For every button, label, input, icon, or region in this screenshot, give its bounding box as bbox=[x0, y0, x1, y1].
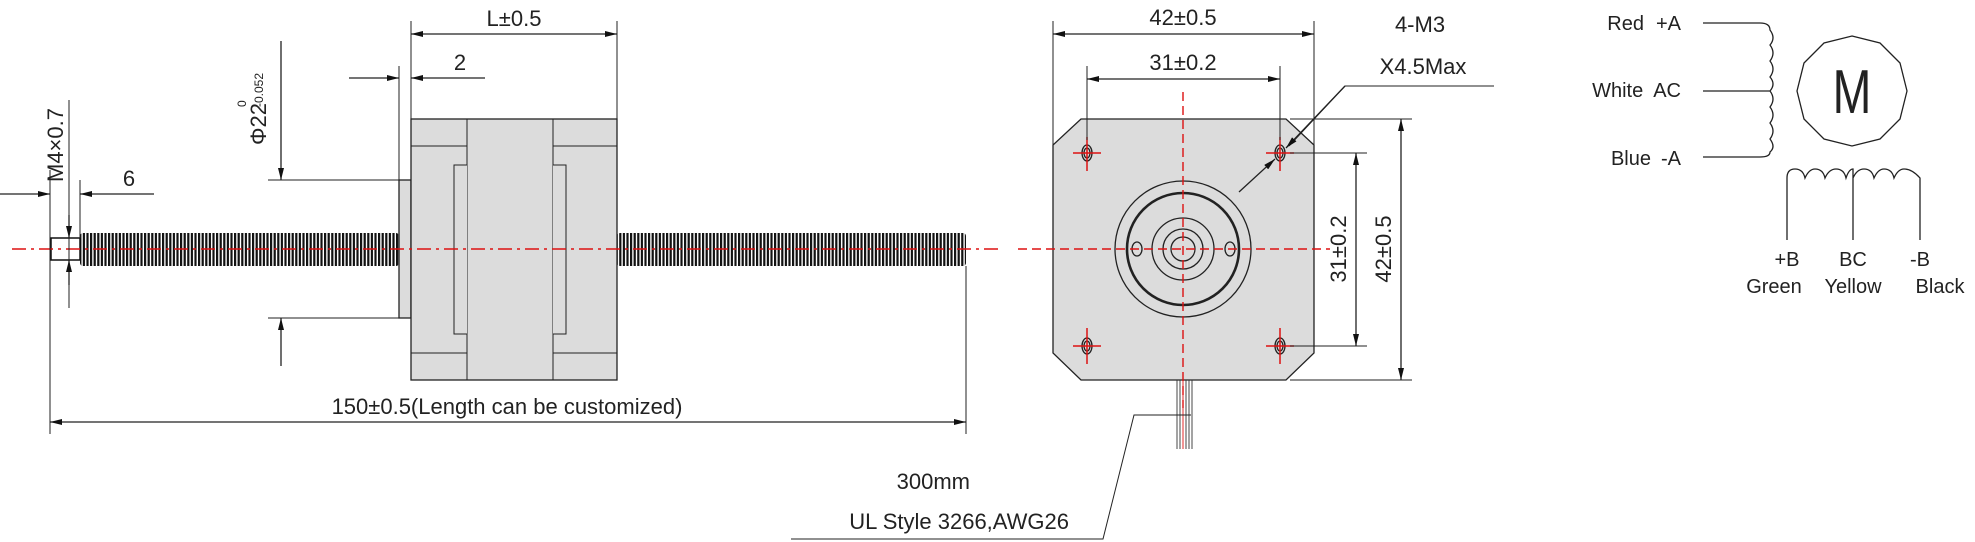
hole-callout: 4-M3 X4.5Max bbox=[1238, 12, 1494, 193]
svg-text:Red+A: Red +A bbox=[1607, 13, 1681, 35]
pilot-dim-label: Φ22 bbox=[246, 103, 271, 145]
wiring-diagram: Red +A White AC Blue -A M +B BC -B Green Ye… bbox=[1592, 13, 1965, 298]
wire-color-black: Black bbox=[1916, 276, 1966, 298]
side-view: L±0.5 2 Φ22 0 -0.052 M4×0.7 bbox=[0, 6, 1000, 434]
wire-color-red: Red bbox=[1607, 13, 1644, 35]
length-dim-label: L±0.5 bbox=[487, 6, 542, 31]
hole-spacing-label: 31±0.2 bbox=[1149, 50, 1216, 75]
height-dim-label: 42±0.5 bbox=[1371, 215, 1396, 282]
wire-color-blue: Blue bbox=[1611, 148, 1651, 170]
wire-signal-minus-a: -A bbox=[1661, 148, 1682, 170]
screw-length-dimension: 150±0.5(Length can be customized) bbox=[50, 266, 967, 434]
wire-color-white: White bbox=[1592, 80, 1643, 102]
flange-thickness-dimension: 2 bbox=[349, 50, 485, 180]
thread-spec-dimension: M4×0.7 bbox=[43, 100, 72, 308]
mounting-holes bbox=[1073, 137, 1294, 364]
pilot-diameter-dimension: Φ22 0 -0.052 bbox=[235, 41, 399, 366]
height-dimension: 42±0.5 bbox=[1290, 118, 1412, 381]
cable-spec-label: UL Style 3266,AWG26 bbox=[849, 509, 1069, 534]
lead-screw-right bbox=[617, 233, 966, 266]
hole-spacing-dimension: 31±0.2 bbox=[1086, 50, 1281, 140]
width-dim-label: 42±0.5 bbox=[1149, 5, 1216, 30]
svg-text:Blue-A: Blue -A bbox=[1611, 148, 1682, 170]
hole-spacing-vertical-label: 31±0.2 bbox=[1326, 215, 1351, 282]
thread-end-dim-label: 6 bbox=[123, 166, 135, 191]
hole-spacing-vertical-dimension: 31±0.2 bbox=[1290, 152, 1367, 347]
motor-symbol-icon bbox=[1796, 35, 1908, 147]
wire-signal-plus-a: +A bbox=[1656, 13, 1682, 35]
pilot-tol-upper: 0 bbox=[235, 100, 249, 107]
coil-b-icon bbox=[1786, 168, 1921, 240]
flange-dim-label: 2 bbox=[454, 50, 466, 75]
phase-a-labels: Red +A White AC Blue -A bbox=[1592, 13, 1682, 170]
coil-a-icon bbox=[1703, 22, 1774, 158]
wire-color-green: Green bbox=[1746, 276, 1802, 298]
wire-color-yellow: Yellow bbox=[1824, 276, 1882, 298]
thread-end-dimension: 6 bbox=[0, 166, 154, 434]
length-dimension: L±0.5 bbox=[410, 6, 618, 119]
wire-signal-bc: BC bbox=[1839, 249, 1867, 271]
motor-body-detail bbox=[411, 119, 617, 380]
phase-b-labels: +B BC -B Green Yellow Black bbox=[1746, 249, 1965, 298]
cable-leader bbox=[791, 414, 1191, 540]
pilot-tol-lower: -0.052 bbox=[252, 73, 266, 107]
wire-signal-plus-b: +B bbox=[1774, 249, 1799, 271]
width-dimension: 42±0.5 bbox=[1052, 5, 1315, 145]
front-view: 300mm UL Style 3266,AWG26 42±0.5 31±0.2 … bbox=[791, 5, 1494, 540]
wire-signal-minus-b: -B bbox=[1910, 249, 1930, 271]
cable-length-label: 300mm bbox=[897, 469, 970, 494]
wire-signal-ac: AC bbox=[1653, 80, 1681, 102]
hole-depth-label: X4.5Max bbox=[1380, 54, 1467, 79]
hole-spec-label: 4-M3 bbox=[1395, 12, 1445, 37]
screw-length-label: 150±0.5(Length can be customized) bbox=[332, 394, 683, 419]
thread-spec-label: M4×0.7 bbox=[43, 108, 68, 182]
motor-symbol-label: M bbox=[1833, 56, 1872, 126]
